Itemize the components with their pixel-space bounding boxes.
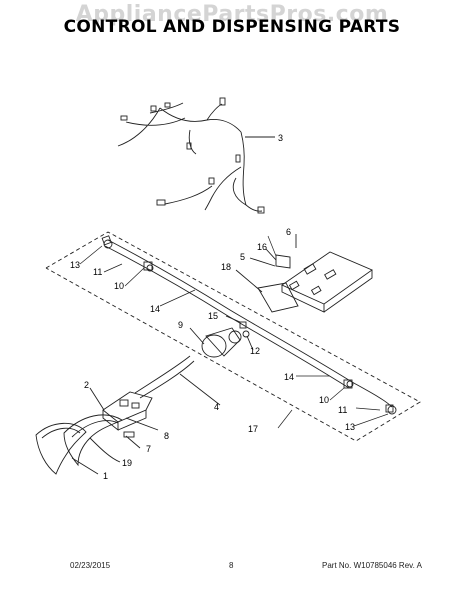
callout-18: 18 <box>221 262 231 272</box>
callout-16: 16 <box>257 242 267 252</box>
gasket-part-19 <box>63 414 123 467</box>
footer-part-number: Part No. W10785046 Rev. A <box>322 561 422 570</box>
callout-6: 6 <box>286 227 291 237</box>
callout-14-bottom: 14 <box>284 372 294 382</box>
clip-part-7 <box>123 431 141 449</box>
callout-1: 1 <box>103 471 108 481</box>
callout-14-top: 14 <box>150 304 160 314</box>
callout-11-bottom: 11 <box>338 405 347 415</box>
trim-part-1 <box>35 422 99 475</box>
callout-3: 3 <box>278 133 283 143</box>
callout-11-top: 11 <box>93 267 102 277</box>
footer-date: 02/23/2015 <box>70 561 111 570</box>
valve-part-15 <box>225 315 254 351</box>
dispenser-assembly-outline <box>45 231 421 442</box>
dispenser-housing-part-8 <box>89 387 159 431</box>
fittings <box>101 235 397 415</box>
water-tube-part-4 <box>134 355 221 406</box>
callout-13-top: 13 <box>70 260 80 270</box>
hose-part-14 <box>104 239 393 408</box>
callout-2: 2 <box>84 380 89 390</box>
watermark: AppliancePartsPros.com <box>75 2 389 27</box>
wire-harness-part-3 <box>117 97 275 214</box>
control-board-part-6 <box>281 234 373 313</box>
cover-parts-5-16 <box>249 248 291 269</box>
callout-10-bottom: 10 <box>319 395 329 405</box>
callout-10-top: 10 <box>114 281 124 291</box>
callout-19: 19 <box>122 458 132 468</box>
callout-labels: 3 6 16 5 18 13 11 10 14 9 15 12 14 10 11… <box>70 133 355 481</box>
leader-lines <box>79 235 389 429</box>
callout-17: 17 <box>248 424 258 434</box>
footer-page-number: 8 <box>229 561 234 570</box>
callout-8: 8 <box>164 431 169 441</box>
page-title: CONTROL AND DISPENSING PARTS <box>63 17 401 37</box>
callout-5: 5 <box>240 252 245 262</box>
callout-15: 15 <box>208 311 218 321</box>
shield-part-18 <box>235 269 299 313</box>
callout-9: 9 <box>178 320 183 330</box>
pump-part-9 <box>189 327 242 358</box>
callout-7: 7 <box>146 444 151 454</box>
callout-13-bottom: 13 <box>345 422 355 432</box>
callout-12: 12 <box>250 346 260 356</box>
callout-4: 4 <box>214 402 219 412</box>
